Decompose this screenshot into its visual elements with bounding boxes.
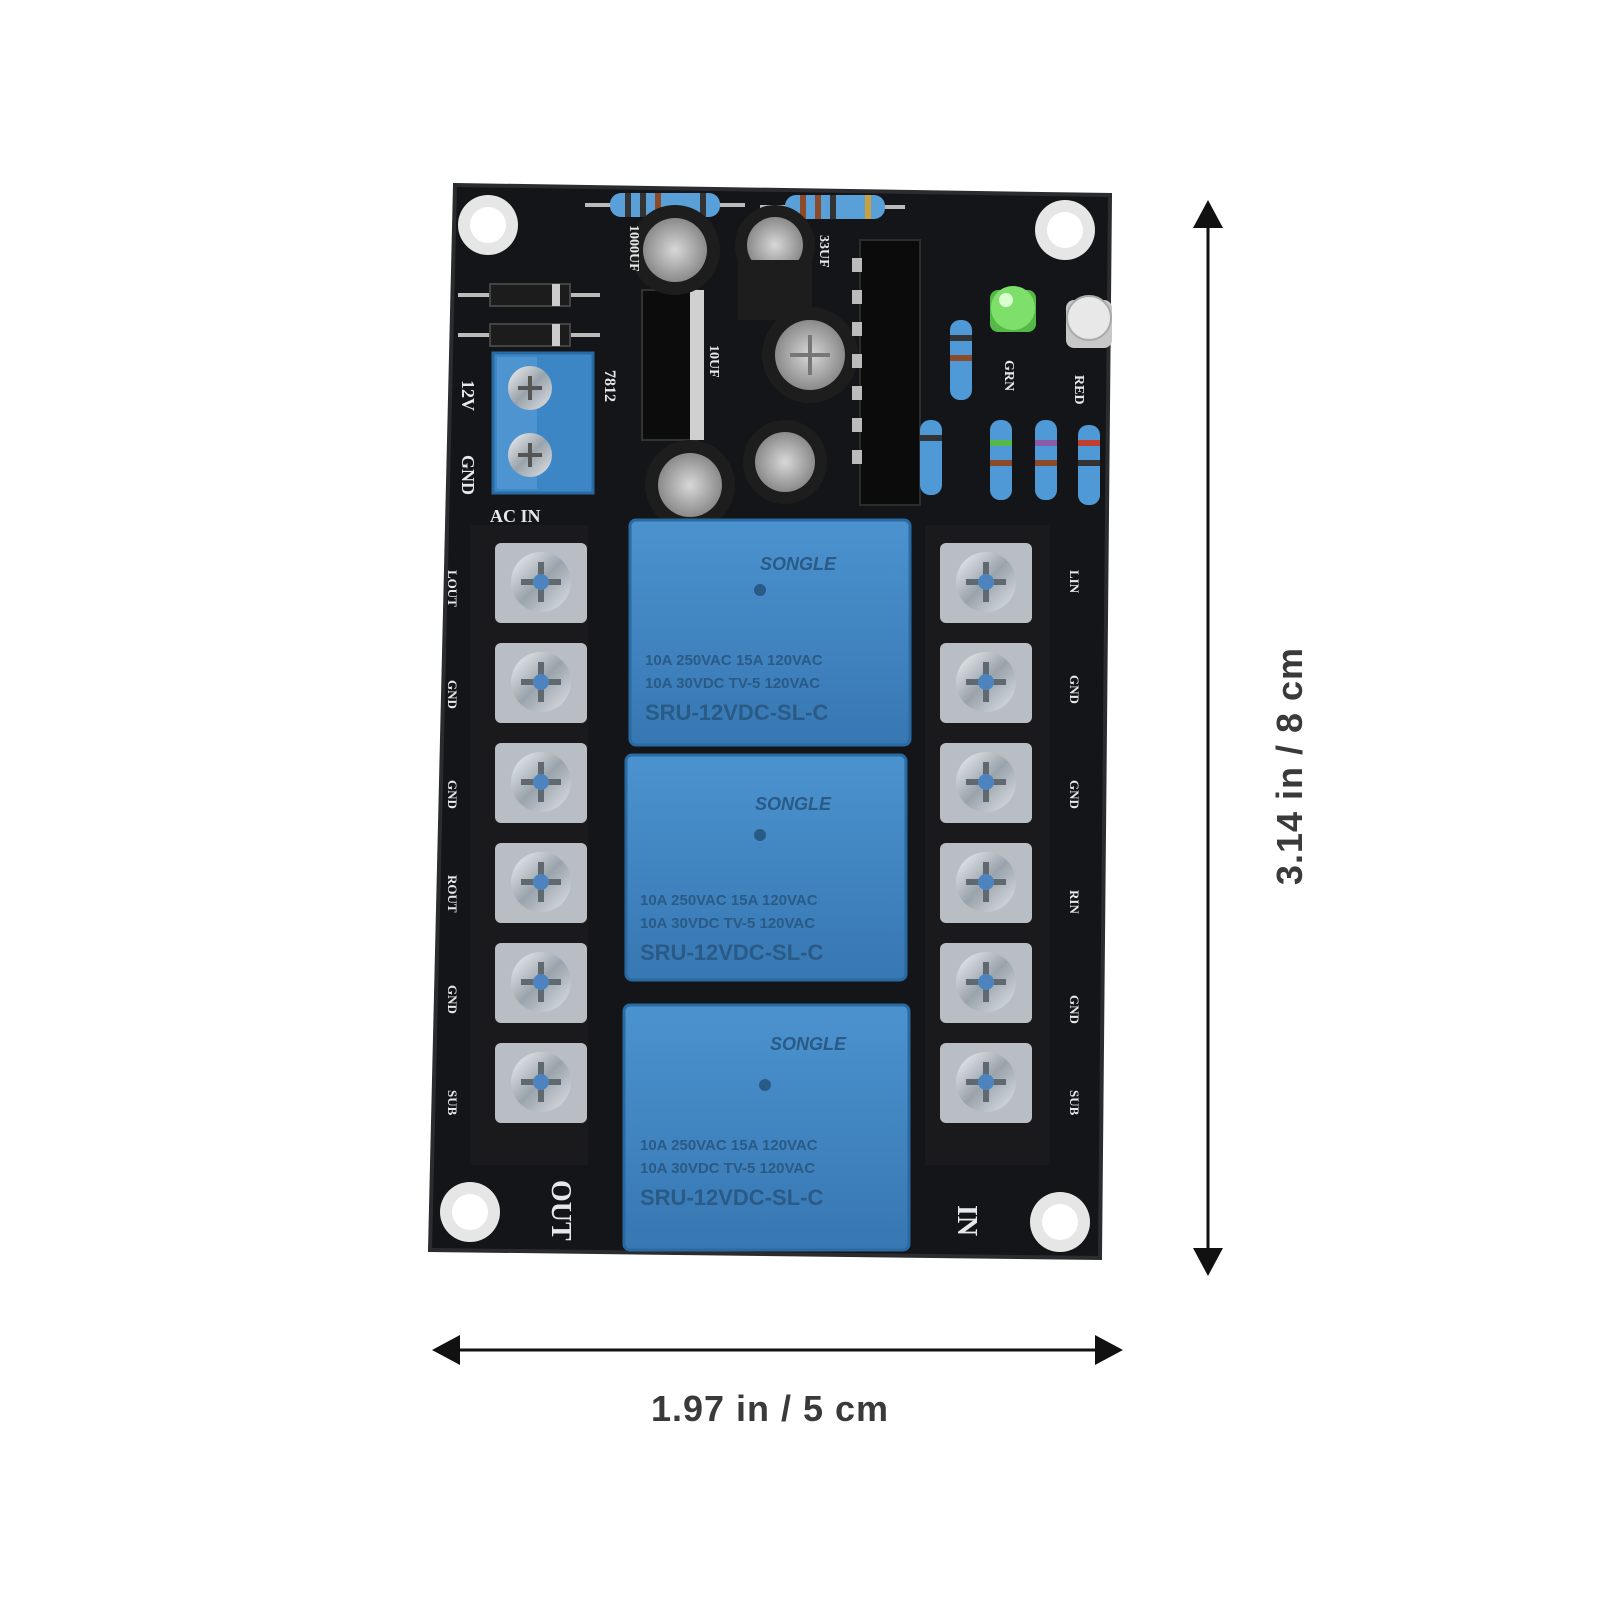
terminal-screw[interactable] [495, 1043, 587, 1123]
silk-cap-10uf: 10UF [706, 345, 721, 378]
silk-terminal-label: GND [445, 985, 460, 1014]
terminal-screw[interactable] [495, 543, 587, 623]
resistor [1035, 420, 1057, 500]
relay-spec-2: 10A 30VDC TV-5 120VAC [640, 915, 815, 932]
terminal-screw[interactable] [940, 743, 1032, 823]
power-terminal-block[interactable] [491, 351, 595, 495]
capacitor [630, 205, 720, 295]
relay-spec-1: 10A 250VAC 15A 120VAC [640, 1137, 818, 1154]
terminal-screw[interactable] [495, 943, 587, 1023]
silk-out-header: OUT [545, 1180, 576, 1241]
ic-chip [852, 239, 921, 506]
terminal-screw[interactable] [940, 1043, 1032, 1123]
silk-terminal-label: GND [1067, 995, 1082, 1024]
diode [458, 283, 600, 307]
silk-terminal-label: LOUT [445, 570, 460, 607]
capacitor [645, 440, 735, 530]
capacitor [743, 420, 827, 504]
silk-terminal-label: SUB [445, 1090, 460, 1116]
resistor [990, 420, 1012, 500]
silk-red: RED [1071, 375, 1086, 405]
width-dimension-label: 1.97 in / 5 cm [650, 1388, 890, 1429]
led-green [990, 286, 1036, 332]
relay-model: SRU-12VDC-SL-C [640, 1185, 823, 1210]
terminal-screw[interactable] [940, 643, 1032, 723]
silk-regulator: 7812 [601, 370, 618, 402]
diode [458, 323, 600, 347]
silk-cap-33uf: 33UF [816, 235, 831, 268]
silk-12v: 12V [458, 380, 478, 411]
mounting-hole [440, 1182, 500, 1242]
resistor [950, 320, 972, 400]
terminal-screw[interactable] [495, 643, 587, 723]
silk-grn: GRN [1001, 360, 1016, 391]
relay: SONGLE 10A 250VAC 15A 120VAC 10A 30VDC T… [622, 1003, 911, 1252]
terminal-screw[interactable] [495, 843, 587, 923]
capacitor [762, 307, 858, 403]
silk-gnd: GND [458, 455, 478, 495]
mounting-hole [458, 195, 518, 255]
silk-terminal-label: GND [445, 780, 460, 809]
silk-ac-in: AC IN [490, 506, 541, 526]
relay: SONGLE 10A 250VAC 15A 120VAC 10A 30VDC T… [624, 753, 908, 982]
mounting-hole [1030, 1192, 1090, 1252]
terminal-screw[interactable] [940, 543, 1032, 623]
relay-spec-1: 10A 250VAC 15A 120VAC [645, 652, 823, 669]
resistor [920, 420, 942, 495]
terminal-screw[interactable] [495, 743, 587, 823]
terminal-screw[interactable] [940, 843, 1032, 923]
silk-cap-1000uf: 1000UF [626, 225, 641, 272]
relay-spec-1: 10A 250VAC 15A 120VAC [640, 892, 818, 909]
silk-terminal-label: SUB [1067, 1090, 1082, 1116]
relay-brand: SONGLE [770, 1034, 847, 1054]
silk-terminal-label: GND [1067, 675, 1082, 704]
relay-spec-2: 10A 30VDC TV-5 120VAC [645, 675, 820, 692]
relay-model: SRU-12VDC-SL-C [640, 940, 823, 965]
silk-terminal-label: GND [1067, 780, 1082, 809]
relay-brand: SONGLE [760, 554, 837, 574]
silk-terminal-label: ROUT [445, 875, 460, 913]
mounting-hole [1035, 200, 1095, 260]
relay-model: SRU-12VDC-SL-C [645, 700, 828, 725]
silk-in-header: IN [951, 1205, 982, 1236]
relay: SONGLE 10A 250VAC 15A 120VAC 10A 30VDC T… [628, 518, 912, 747]
silk-terminal-label: GND [445, 680, 460, 709]
resistor [1078, 425, 1100, 505]
relay-brand: SONGLE [755, 794, 832, 814]
width-arrow [432, 1335, 1123, 1365]
silk-terminal-label: RIN [1067, 890, 1082, 914]
led-red [1066, 295, 1112, 348]
terminal-screw[interactable] [940, 943, 1032, 1023]
height-dimension-label: 3.14 in / 8 cm [1269, 646, 1310, 886]
silk-terminal-label: LIN [1067, 570, 1082, 594]
relay-spec-2: 10A 30VDC TV-5 120VAC [640, 1160, 815, 1177]
height-arrow [1193, 200, 1223, 1276]
voltage-regulator [641, 289, 704, 441]
capacitor [735, 205, 815, 320]
